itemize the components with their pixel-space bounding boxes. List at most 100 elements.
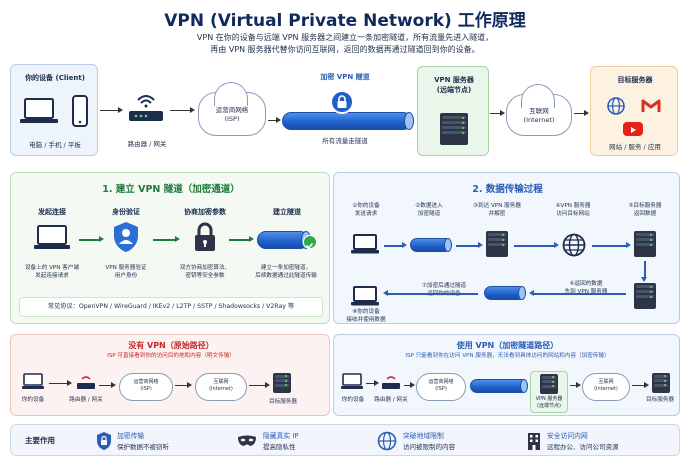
withvpn-arrow-1 xyxy=(366,379,379,387)
withvpn-note: ISP 只能看到你在访问 VPN 服务器，无法看到具体访问的网站和内容（加密传输… xyxy=(405,353,610,359)
mail-icon xyxy=(641,99,661,114)
check-icon xyxy=(303,235,317,249)
server-icon xyxy=(486,231,508,257)
sec1-step3-title: 协商加密参数 xyxy=(184,208,226,216)
arrow-vpn-internet xyxy=(490,109,505,117)
novpn-note: ISP 可直接看到你的访问目的地和内容（明文传输） xyxy=(107,353,235,359)
arrow-client-router xyxy=(100,106,123,114)
phone-icon xyxy=(71,95,89,127)
withvpn-router: 路由器 / 网关 xyxy=(374,397,408,403)
sec1-step4-desc: 建立一条加密隧道， 后续数据通过此隧道传输 xyxy=(255,265,317,279)
sec2-arrow-6 xyxy=(383,290,478,296)
lock-icon xyxy=(330,90,354,114)
withvpn-arrow-4 xyxy=(632,381,649,389)
benefit-4-title: 安全访问内网 xyxy=(547,432,588,440)
withvpn-internet: 互联网 (Internet) xyxy=(594,379,618,392)
internet-cloud-bump xyxy=(521,84,555,108)
sec2-step-6: ⑥返回的数据 先到 VPN 服务器 xyxy=(564,281,608,295)
building-icon xyxy=(525,431,543,451)
sec2-arrow-3 xyxy=(514,242,559,248)
protocols-text: 常见协议：OpenVPN / WireGuard / IKEv2 / L2TP … xyxy=(47,303,295,310)
protocols-box xyxy=(19,297,323,317)
subtitle-line-2: 再由 VPN 服务器代替你访问互联网，返回的数据再通过隧道回到你的设备。 xyxy=(210,45,480,54)
isp-label: 运营商网络 (ISP) xyxy=(215,106,249,123)
isp-cloud xyxy=(416,373,466,401)
sec2-step-3: ③到达 VPN 服务器 并解密 xyxy=(473,203,521,217)
section-establish-tunnel: 1. 建立 VPN 隧道（加密通道） 发起连接 身份验证 协商加密参数 建立隧道… xyxy=(10,172,330,324)
isp-cloud-bump xyxy=(214,82,248,106)
novpn-internet: 互联网 (Internet) xyxy=(209,379,233,392)
laptop-icon xyxy=(340,373,364,391)
isp-cloud xyxy=(119,373,173,401)
sec2-arrow-down-head xyxy=(641,277,647,282)
benefit-4-desc: 远程办公、访问公司资源 xyxy=(547,443,619,451)
sec1-arrow-1 xyxy=(79,236,104,242)
padlock-icon xyxy=(191,220,219,254)
sec2-title: 2. 数据传输过程 xyxy=(472,184,543,195)
sec2-arrow-down xyxy=(644,261,646,279)
benefit-3-title: 突破地域限制 xyxy=(403,432,444,440)
router-icon xyxy=(126,90,166,126)
page-subtitle: VPN 在你的设备与远端 VPN 服务器之间建立一条加密隧道，所有流量先进入隧道… xyxy=(60,32,630,56)
section-without-vpn: 没有 VPN（原始路径） ISP 可直接看到你的访问目的地和内容（明文传输） 运… xyxy=(10,334,330,416)
withvpn-title: 使用 VPN（加密隧道路径） xyxy=(456,341,559,350)
sec2-step-1: ①你的设备 发送请求 xyxy=(352,203,380,217)
benefit-1-title: 加密传输 xyxy=(117,432,145,440)
mask-icon xyxy=(237,433,257,449)
novpn-device: 你的设备 xyxy=(21,397,45,403)
target-caption: 网站 / 服务 / 应用 xyxy=(609,143,661,151)
benefits-title: 主要作用 xyxy=(25,436,55,445)
router-caption: 路由器 / 网关 xyxy=(127,140,167,148)
return-tunnel-end xyxy=(518,286,526,300)
laptop-icon xyxy=(350,285,380,309)
router-icon xyxy=(75,373,97,391)
target-server-icon xyxy=(634,231,656,257)
sec1-title: 1. 建立 VPN 隧道（加密通道） xyxy=(102,184,240,195)
vpn-tunnel-end xyxy=(520,379,528,393)
target-title: 目标服务器 xyxy=(617,76,653,84)
internet-cloud xyxy=(582,373,630,401)
globe-icon xyxy=(607,97,625,115)
return-server-icon xyxy=(634,283,656,309)
vpn-server-title: VPN 服务器 (远端节点) xyxy=(434,76,474,94)
laptop-icon xyxy=(21,373,45,391)
internet-label: 互联网 (Internet) xyxy=(523,107,555,124)
section-with-vpn: 使用 VPN（加密隧道路径） ISP 只能看到你在访问 VPN 服务器，无法看到… xyxy=(333,334,680,416)
sec2-arrow-2 xyxy=(456,242,483,248)
sec1-arrow-2 xyxy=(153,236,180,242)
withvpn-vpn: VPN 服务器 (远端节点) xyxy=(535,396,563,409)
withvpn-target: 目标服务器 xyxy=(646,397,674,403)
tunnel-caption: 所有流量走隧道 xyxy=(322,137,368,145)
target-server-icon xyxy=(652,373,670,393)
sec2-step-7: ⑦加密后通过隧道 返回你的设备 xyxy=(421,283,467,297)
internet-cloud xyxy=(195,373,247,401)
sec1-step4-title: 建立隧道 xyxy=(273,208,301,216)
vpn-server-panel: VPN 服务器 (远端节点) xyxy=(417,66,489,156)
novpn-arrow-1 xyxy=(49,379,72,387)
arrow-router-isp xyxy=(170,106,195,114)
laptop-icon xyxy=(350,233,380,257)
tunnel-icon-end xyxy=(444,238,452,252)
sec2-step-8: ⑧你的设备 接收并使用数据 xyxy=(346,309,386,323)
sec1-step1-title: 发起连接 xyxy=(38,208,66,216)
vpn-tunnel-end xyxy=(404,112,414,130)
user-shield-icon xyxy=(112,220,140,254)
novpn-title: 没有 VPN（原始路径） xyxy=(128,341,214,350)
sec1-step2-title: 身份验证 xyxy=(112,208,140,216)
benefits-bar: 主要作用 加密传输 保护数据不被窃听 隐藏真实 IP 提高隐私性 突破地域限制 … xyxy=(10,424,680,456)
benefit-2-desc: 提高隐私性 xyxy=(263,443,296,451)
client-title: 你的设备 (Client) xyxy=(25,74,85,82)
sec2-arrow-4 xyxy=(592,242,631,248)
withvpn-isp: 运营商网络 (ISP) xyxy=(428,379,454,392)
subtitle-line-1: VPN 在你的设备与远端 VPN 服务器之间建立一条加密隧道，所有流量先进入隧道… xyxy=(196,33,494,42)
video-icon xyxy=(623,122,643,136)
client-panel: 你的设备 (Client) 电脑 / 手机 / 平板 xyxy=(10,64,98,156)
laptop-icon xyxy=(33,223,71,253)
arrow-isp-tunnel xyxy=(268,116,281,124)
benefit-3-desc: 访问被限制的内容 xyxy=(403,443,455,451)
router-icon xyxy=(380,373,402,391)
novpn-isp: 运营商网络 (ISP) xyxy=(133,379,159,392)
novpn-arrow-3 xyxy=(175,381,192,389)
vpn-tunnel xyxy=(282,112,412,130)
section-data-transfer: 2. 数据传输过程 ①你的设备 发送请求 ②数据进入 加密隧道 ③到达 VPN … xyxy=(333,172,680,324)
